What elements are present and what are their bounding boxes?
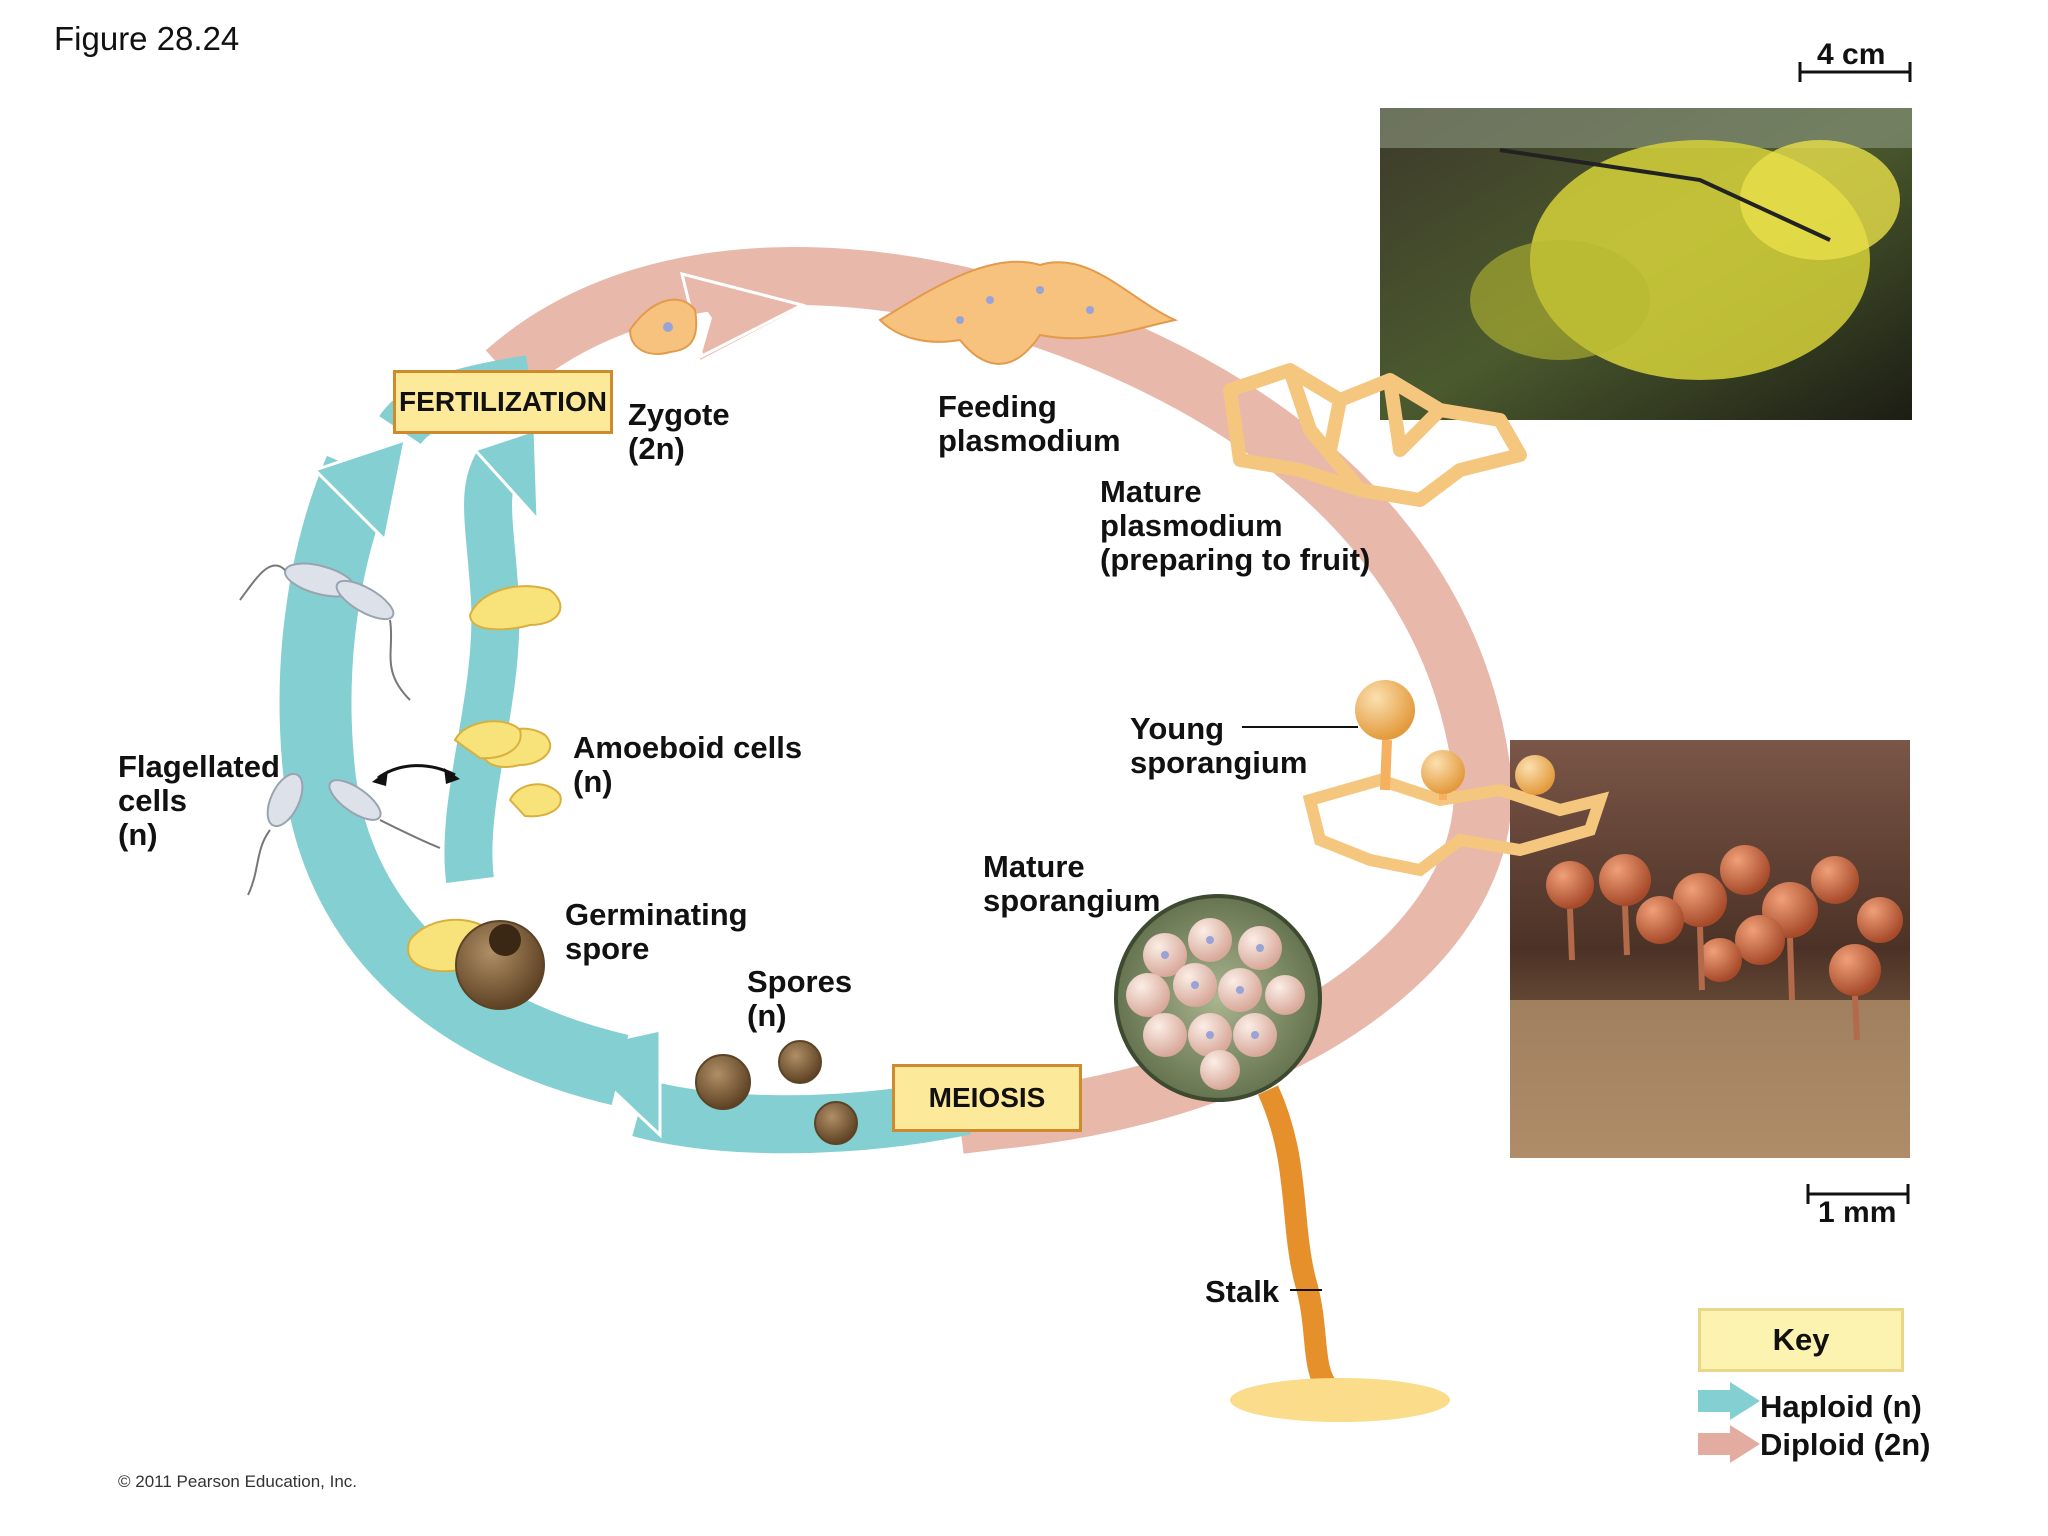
- copyright-text: © 2011 Pearson Education, Inc.: [118, 1472, 358, 1491]
- scale-bar-top: [1798, 62, 1912, 82]
- feeding-plasmodium-illustration: [878, 260, 1179, 365]
- fertilization-box: FERTILIZATION: [393, 370, 613, 434]
- meiosis-box: MEIOSIS: [892, 1064, 1082, 1132]
- amoeboid-cells-label: Amoeboid cells (n): [573, 730, 803, 799]
- haploid-arrowhead-left: [312, 437, 407, 544]
- stalk-label: Stalk: [1205, 1274, 1280, 1309]
- amoeboid-cells-illustration: [453, 585, 562, 818]
- zygote-illustration: [628, 298, 698, 355]
- scale-label-bottom: 1 mm: [1818, 1196, 1897, 1229]
- spores-illustration: [695, 1040, 858, 1145]
- mature-sporangium-illustration: [1114, 894, 1450, 1422]
- double-arrow-icon: [377, 764, 456, 780]
- key-title: Key: [1698, 1308, 1904, 1372]
- mature-plasmodium-label: Mature plasmodium (preparing to fruit): [1100, 474, 1371, 577]
- flagellated-cells-label: Flagellated cells (n): [118, 749, 280, 852]
- scale-label-top: 4 cm: [1817, 38, 1886, 71]
- young-sporangium-label: Young sporangium: [1130, 711, 1308, 780]
- germinating-spore-label: Germinating spore: [565, 897, 748, 966]
- figure-title: Figure 28.24: [54, 20, 240, 57]
- haploid-key-arrow: [1698, 1382, 1760, 1420]
- haploid-arrowhead-inner: [472, 427, 540, 525]
- flagellated-cells-illustration: [239, 562, 460, 896]
- plasmodium-photo: [1380, 108, 1912, 420]
- germinating-spore-illustration: [407, 918, 545, 1010]
- feeding-plasmodium-label: Feeding plasmodium: [938, 389, 1121, 458]
- zygote-label: Zygote (2n): [628, 397, 730, 466]
- spores-label: Spores (n): [747, 964, 853, 1033]
- scale-bar-bottom: [1806, 1184, 1910, 1204]
- diploid-arrowhead: [680, 272, 805, 360]
- mature-sporangium-label: Mature sporangium: [983, 849, 1161, 918]
- young-sporangium-illustration: [1242, 680, 1610, 877]
- key-haploid-label: Haploid (n): [1760, 1389, 1922, 1424]
- key-diploid-label: Diploid (2n): [1760, 1427, 1931, 1462]
- mature-plasmodium-illustration: [1223, 363, 1527, 507]
- diploid-key-arrow: [1698, 1425, 1760, 1463]
